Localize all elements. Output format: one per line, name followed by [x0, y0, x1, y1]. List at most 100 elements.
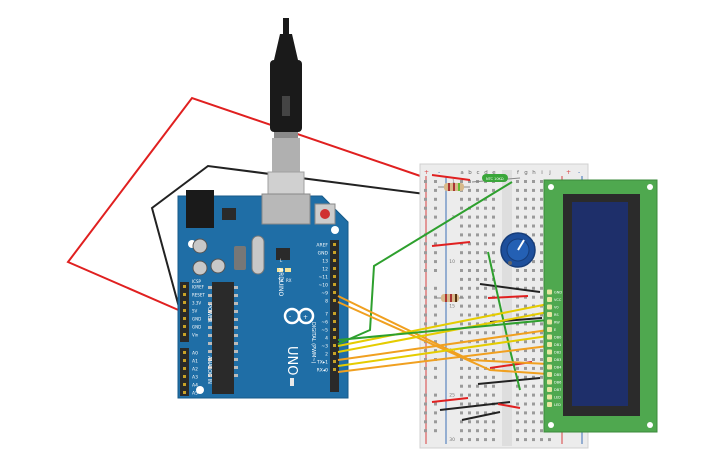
- rail-minus-left: -: [438, 169, 440, 176]
- wire-yellow-d4[interactable]: [337, 311, 549, 353]
- analog-pin[interactable]: [183, 375, 186, 378]
- lcd-pin[interactable]: [547, 342, 552, 347]
- lcd-pin[interactable]: [547, 289, 552, 295]
- digital-pin-label: ~11: [319, 275, 329, 281]
- power-pin[interactable]: [183, 309, 186, 312]
- jumper-red[interactable]: [431, 397, 469, 403]
- digital-pin-label: 8: [325, 299, 328, 305]
- wire-red-5v[interactable]: [66, 96, 433, 313]
- row-number: 10: [449, 259, 455, 265]
- digital-pin[interactable]: [333, 368, 336, 371]
- column-letter: i: [541, 170, 543, 176]
- digital-pin[interactable]: [333, 320, 336, 323]
- analog-pin[interactable]: [183, 383, 186, 386]
- analog-pin-label: A1: [192, 359, 198, 365]
- analog-pin[interactable]: [183, 359, 186, 362]
- digital-pin[interactable]: [333, 283, 336, 286]
- wire-green-d6[interactable]: [337, 319, 549, 341]
- power-pin[interactable]: [183, 325, 186, 328]
- digital-pin[interactable]: [333, 328, 336, 331]
- power-pin[interactable]: [183, 285, 186, 288]
- column-letter: c: [476, 170, 479, 176]
- jumper-green[interactable]: [487, 251, 511, 351]
- jumper-red[interactable]: [497, 403, 521, 409]
- digital-pin[interactable]: [333, 336, 336, 339]
- power-pin-label: IOREF: [192, 285, 205, 290]
- lcd-pin[interactable]: [547, 334, 552, 340]
- digital-pin[interactable]: [333, 299, 336, 302]
- digital-pin[interactable]: [333, 344, 336, 347]
- digital-pin[interactable]: [333, 352, 336, 355]
- lcd-screen: [572, 202, 628, 406]
- thermistor-label: NTC 10KΩ: [486, 177, 504, 181]
- lcd-pin[interactable]: [547, 349, 552, 355]
- power-pin[interactable]: [183, 317, 186, 320]
- lcd-pin-label: DB1: [554, 343, 561, 347]
- digital-pin-label: 7: [325, 312, 328, 318]
- power-pin[interactable]: [183, 293, 186, 296]
- analog-pin[interactable]: [183, 367, 186, 370]
- lcd-pin[interactable]: [547, 394, 552, 400]
- lcd-pin[interactable]: [547, 364, 552, 370]
- digital-pin[interactable]: [333, 243, 336, 246]
- lcd-pin[interactable]: [547, 379, 552, 385]
- digital-pin[interactable]: [333, 275, 336, 278]
- digital-pin-label: ~5: [321, 328, 328, 334]
- wire-orange-d11[interactable]: [337, 301, 549, 375]
- column-letter: a: [460, 170, 463, 176]
- jumper-red[interactable]: [431, 241, 471, 247]
- reset-button-cap[interactable]: [320, 209, 330, 219]
- power-pin-label: Vin: [192, 333, 199, 338]
- analog-pin[interactable]: [183, 351, 186, 354]
- power-pin-label: RESET: [192, 293, 205, 298]
- lcd-pin[interactable]: [547, 372, 552, 377]
- arduino-brand-text: ARDUINO: [277, 268, 284, 297]
- jumper-red-top[interactable]: [431, 174, 471, 181]
- digital-pin[interactable]: [333, 360, 336, 363]
- power-jack: [186, 190, 214, 228]
- power-pin[interactable]: [183, 333, 186, 336]
- analog-header: [180, 348, 189, 396]
- jumper-green[interactable]: [509, 349, 521, 391]
- digital-section-label: DIGITAL (PWM~): [310, 322, 316, 364]
- jumper-black[interactable]: [479, 283, 541, 293]
- wire-black-gnd[interactable]: [150, 164, 426, 323]
- digital-header: [330, 240, 339, 392]
- lcd-pin[interactable]: [547, 297, 552, 302]
- resistor-top[interactable]: [438, 183, 470, 191]
- lcd-pin[interactable]: [547, 327, 552, 332]
- breadboard-parts: NTC 10KΩ: [431, 174, 543, 421]
- lcd-pin[interactable]: [547, 319, 552, 325]
- lcd-16x2-module[interactable]: GNDVCCV0RSRWEDB0DB1DB2DB3DB4DB5DB6DB7LED…: [543, 179, 658, 433]
- icsp-label: ICSP: [192, 279, 202, 284]
- lcd-pin[interactable]: [547, 312, 552, 317]
- analog-pin[interactable]: [183, 391, 186, 394]
- lcd-pin-label: DB2: [554, 351, 561, 355]
- jumper-black[interactable]: [461, 411, 501, 421]
- arduino-uno-board[interactable]: TX RX L - + ARDUINO UNO IOREFRESET3.3V5V…: [177, 190, 349, 399]
- digital-pin[interactable]: [333, 251, 336, 254]
- jumper-red[interactable]: [487, 295, 529, 299]
- digital-pin[interactable]: [333, 291, 336, 294]
- wire-orange-d3[interactable]: [337, 329, 549, 361]
- wire-yellow-d5[interactable]: [337, 303, 549, 347]
- power-pin[interactable]: [183, 301, 186, 304]
- resistor-mid[interactable]: [436, 294, 464, 302]
- analog-pin-label: A0: [192, 351, 198, 357]
- row-number: 30: [449, 437, 455, 443]
- wire-orange-d7[interactable]: [337, 345, 549, 373]
- potentiometer[interactable]: [500, 232, 536, 268]
- column-letter: h: [532, 170, 536, 176]
- lcd-pin[interactable]: [547, 357, 552, 362]
- jumper-black[interactable]: [477, 377, 541, 385]
- lcd-pin[interactable]: [547, 304, 552, 310]
- wire-yellow-d2[interactable]: [337, 335, 549, 367]
- usb-cable[interactable]: [267, 18, 305, 221]
- digital-pin[interactable]: [333, 259, 336, 262]
- lcd-pin[interactable]: [547, 387, 552, 392]
- thermistor[interactable]: NTC 10KΩ: [471, 174, 521, 183]
- digital-pin[interactable]: [333, 267, 336, 270]
- digital-pin[interactable]: [333, 312, 336, 315]
- wire-green-a0[interactable]: [337, 181, 513, 345]
- lcd-pin[interactable]: [547, 402, 552, 407]
